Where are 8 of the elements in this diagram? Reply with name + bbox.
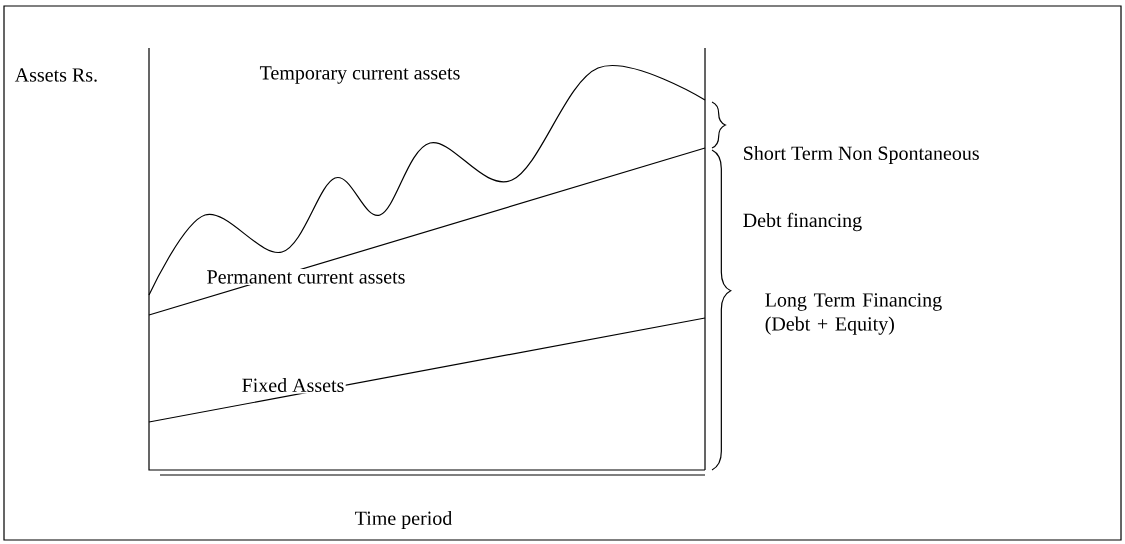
axis-label: Assets Rs. (14, 68, 97, 82)
axis-label: Time period (355, 510, 453, 530)
curve-label: Short Term Non Spontaneous (744, 145, 979, 165)
curve-label: Long Term Financing (Debt + Equity) (765, 293, 942, 335)
curve-label: Permanent current assets (205, 269, 407, 285)
curve-label: Temporary current assets (258, 64, 462, 86)
curve-label: Fixed Assets (240, 376, 346, 394)
curve-label: Debt financing (743, 212, 862, 232)
